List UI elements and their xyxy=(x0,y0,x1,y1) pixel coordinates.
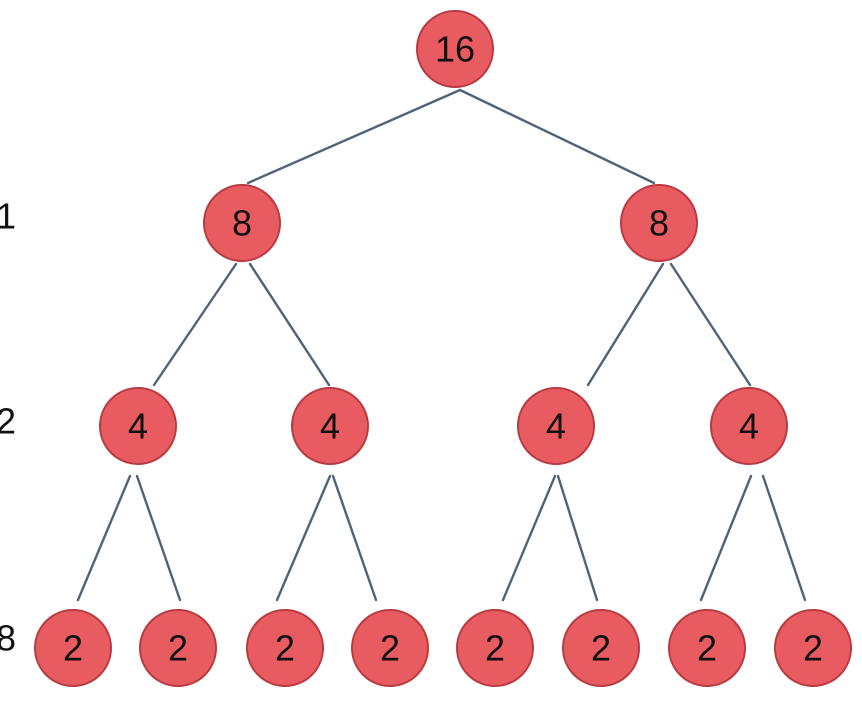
tree-node-root: 16 xyxy=(416,10,494,88)
nodes-layer: 16 8 8 4 4 4 4 2 xyxy=(34,10,852,687)
tree-edge xyxy=(501,474,557,602)
node-label: 8 xyxy=(649,203,669,244)
edges-layer xyxy=(76,88,807,602)
tree-node-level2: 4 xyxy=(517,387,595,465)
tree-node-level3: 2 xyxy=(246,609,324,687)
node-label: 2 xyxy=(168,628,188,669)
tree-edge xyxy=(135,474,182,602)
tree-edge xyxy=(556,474,599,602)
row-label-level1: 1 xyxy=(0,196,16,237)
tree-node-level3: 2 xyxy=(668,609,746,687)
tree-node-level2: 4 xyxy=(710,387,788,465)
row-label-level3: 8 xyxy=(0,618,16,659)
tree-node-level2: 4 xyxy=(291,387,369,465)
tree-node-level3: 2 xyxy=(774,609,852,687)
tree-node-level1: 8 xyxy=(620,184,698,262)
tree-node-level3: 2 xyxy=(139,609,217,687)
node-label: 2 xyxy=(380,628,400,669)
node-label: 4 xyxy=(320,406,340,447)
tree-edge xyxy=(246,88,462,185)
node-label: 2 xyxy=(697,628,717,669)
node-label: 2 xyxy=(803,628,823,669)
tree-edge xyxy=(458,88,656,185)
tree-edge xyxy=(586,262,665,387)
tree-node-level3: 2 xyxy=(456,609,534,687)
node-label: 4 xyxy=(128,406,148,447)
tree-node-level3: 2 xyxy=(562,609,640,687)
tree-edge xyxy=(699,474,753,602)
node-label: 2 xyxy=(591,628,611,669)
tree-edge xyxy=(761,474,807,602)
tree-node-level3: 2 xyxy=(34,609,112,687)
tree-edge xyxy=(152,262,238,387)
tree-edge xyxy=(248,262,331,387)
tree-node-level1: 8 xyxy=(203,184,281,262)
node-label: 2 xyxy=(275,628,295,669)
node-label: 4 xyxy=(739,406,759,447)
tree-edge xyxy=(76,474,132,602)
row-labels: 1 2 8 xyxy=(0,196,16,659)
tree-edge xyxy=(669,262,752,387)
node-label: 2 xyxy=(485,628,505,669)
node-label: 8 xyxy=(232,203,252,244)
tree-node-level3: 2 xyxy=(351,609,429,687)
row-label-level2: 2 xyxy=(0,401,16,442)
tree-edge xyxy=(331,474,378,602)
tree-node-level2: 4 xyxy=(99,387,177,465)
tree-edge xyxy=(275,474,332,602)
node-label: 2 xyxy=(63,628,83,669)
node-label: 16 xyxy=(435,29,475,70)
node-label: 4 xyxy=(546,406,566,447)
